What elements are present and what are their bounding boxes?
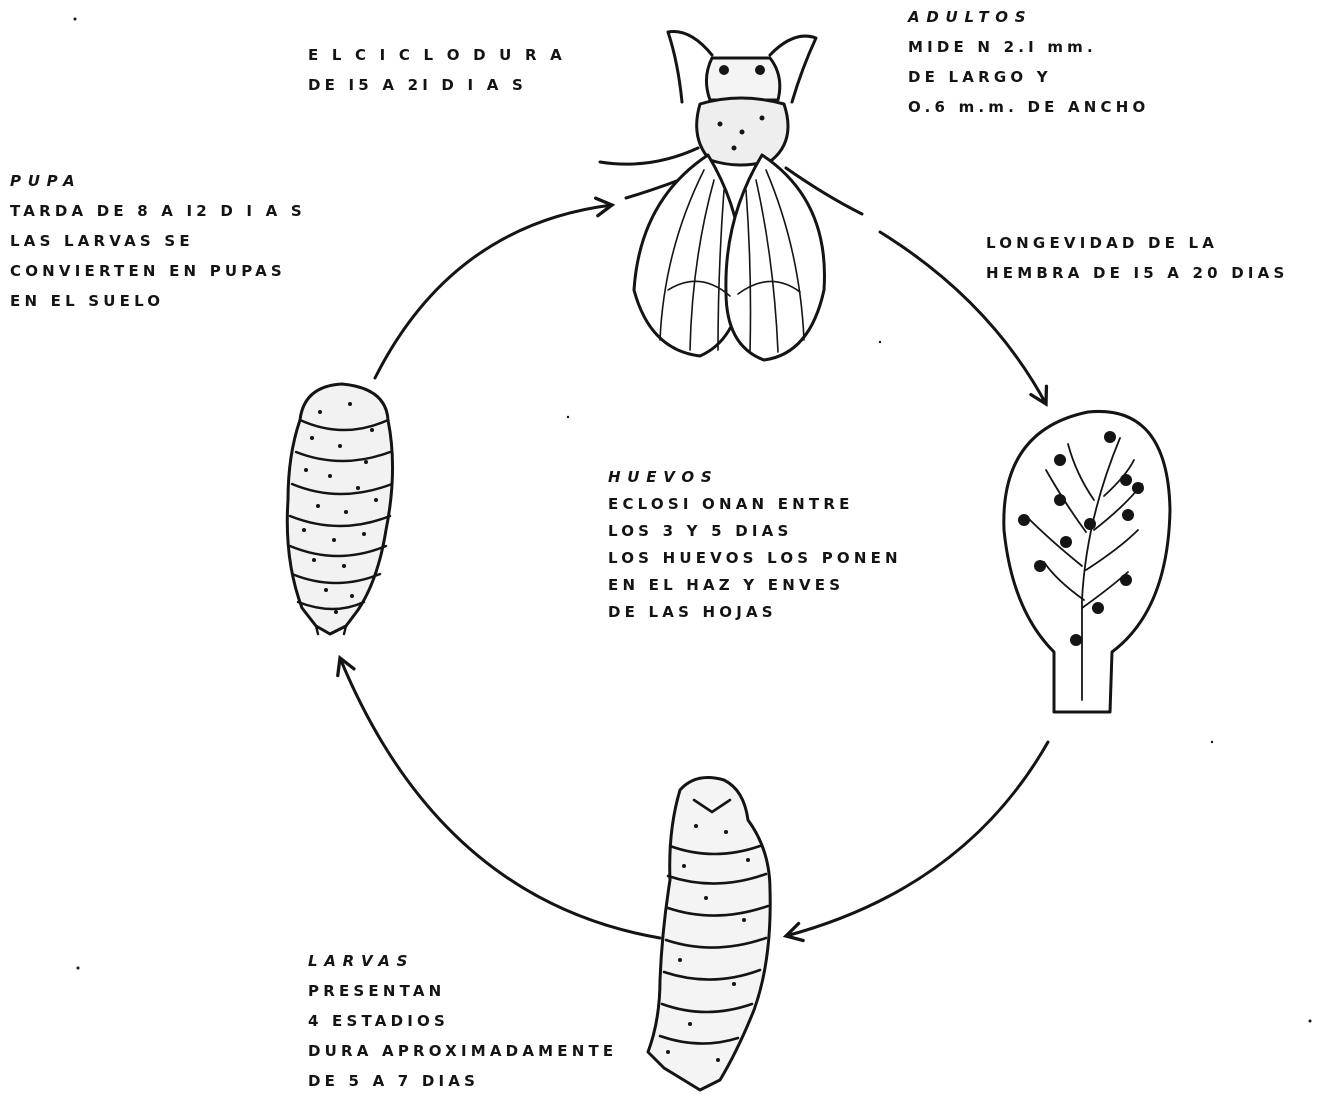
pupa-heading: PUPA [10,166,306,196]
pupa-line: EN EL SUELO [10,286,306,316]
larvas-line: PRESENTAN [308,976,617,1006]
arrow-larva-to-pupa [340,658,660,938]
larvas-heading: LARVAS [308,946,617,976]
arrow-leaf-to-larva [786,742,1048,936]
pupa-line: CONVIERTEN EN PUPAS [10,256,306,286]
adultos-line: O.6 m.m. DE ANCHO [908,92,1149,122]
cycle-duration-note: E L C I C L O D U R A DE I5 A 2I D I A S [308,40,566,100]
longevidad-label: LONGEVIDAD DE LA HEMBRA DE I5 A 20 DIAS [986,228,1288,288]
huevos-line: LOS HUEVOS LOS PONEN [608,545,902,572]
arrow-pupa-to-adult [375,205,612,378]
larvas-label: LARVAS PRESENTAN 4 ESTADIOS DURA APROXIM… [308,946,617,1096]
longevidad-line: HEMBRA DE I5 A 20 DIAS [986,258,1288,288]
larvas-line: DE 5 A 7 DIAS [308,1066,617,1096]
larvas-line: DURA APROXIMADAMENTE [308,1036,617,1066]
huevos-line: LOS 3 Y 5 DIAS [608,518,902,545]
adultos-line: DE LARGO Y [908,62,1149,92]
larvas-line: 4 ESTADIOS [308,1006,617,1036]
huevos-line: DE LAS HOJAS [608,599,902,626]
huevos-line: ECLOSI ONAN ENTRE [608,491,902,518]
adultos-heading: ADULTOS [908,2,1149,32]
pupa-line: LAS LARVAS SE [10,226,306,256]
larva-drawing [648,778,770,1090]
adultos-line: MIDE N 2.I mm. [908,32,1149,62]
huevos-label: HUEVOS ECLOSI ONAN ENTRE LOS 3 Y 5 DIAS … [608,464,902,626]
adultos-label: ADULTOS MIDE N 2.I mm. DE LARGO Y O.6 m.… [908,2,1149,122]
longevidad-line: LONGEVIDAD DE LA [986,228,1288,258]
adult-fly-drawing [600,31,862,360]
pupa-drawing [287,384,392,634]
pupa-label: PUPA TARDA DE 8 A I2 D I A S LAS LARVAS … [10,166,306,316]
cycle-duration-line: DE I5 A 2I D I A S [308,70,566,100]
huevos-heading: HUEVOS [608,464,902,491]
pupa-line: TARDA DE 8 A I2 D I A S [10,196,306,226]
cycle-duration-line: E L C I C L O D U R A [308,40,566,70]
leaf-with-eggs-drawing [1004,411,1170,712]
huevos-line: EN EL HAZ Y ENVES [608,572,902,599]
